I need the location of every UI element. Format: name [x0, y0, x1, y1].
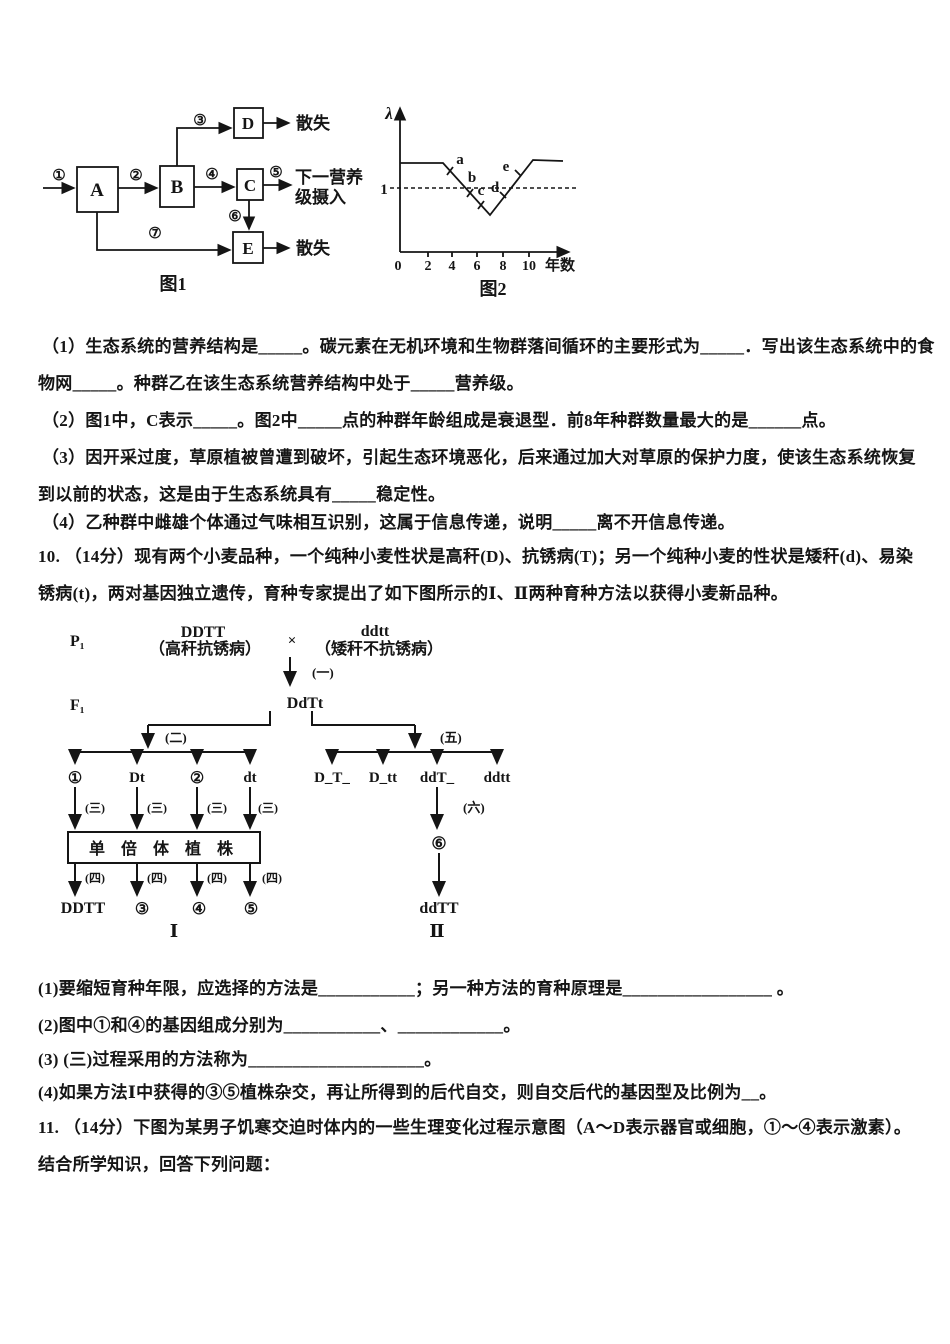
q10-item-2-line: (2)图中①和④的基因组成分别为___________、____________…: [38, 1016, 521, 1035]
q11-intro-line-1: 11. （14分）下图为某男子饥寒交迫时体内的一些生理变化过程示意图（A～D表示…: [38, 1118, 912, 1137]
q9-item-4-line: （4）乙种群中雌雄个体通过气味相互识别，这属于信息传递，说明_____离不开信息…: [42, 513, 735, 532]
q10-item-4-line: (4)如果方法Ⅰ中获得的③⑤植株杂交，再让所得到的后代自交，则自交后代的基因型及…: [38, 1083, 777, 1102]
breeding-step4-label-2: (四): [147, 871, 167, 885]
fig2-point-a: a: [456, 152, 464, 168]
fig2-y-axis-label: λ: [384, 104, 393, 123]
fig2-tick-2: 2: [425, 259, 432, 274]
fig1-box-b-label: B: [171, 177, 184, 198]
breeding-step4-label-4: (四): [262, 871, 282, 885]
fig2-tick-10: 10: [522, 259, 536, 274]
q10-item-3-line: (3) (三)过程采用的方法称为____________________。: [38, 1050, 442, 1069]
breeding-f1-generation-label: F₁: [70, 697, 85, 714]
fig2-point-c: c: [478, 183, 485, 199]
breeding-result-2: ③: [135, 901, 149, 918]
breeding-step1-label: (一): [312, 665, 334, 680]
fig1-circled-4: ④: [205, 167, 218, 183]
breeding-step3-label-2: (三): [147, 801, 167, 815]
q10-intro-line-1: 10. （14分）现有两个小麦品种，一个纯种小麦性状是高秆(D)、抗锈病(T)；…: [38, 547, 914, 566]
breeding-f2-genotype-4: ddtt: [484, 770, 511, 786]
fig2-tick-0: 0: [395, 259, 402, 274]
breeding-step4-label-3: (四): [207, 871, 227, 885]
q9-item-1-line-2: 物网_____。种群乙在该生态系统营养结构中处于_____营养级。: [38, 374, 524, 393]
breeding-f2-genotype-2: D_tt: [369, 770, 397, 786]
q9-item-1-line-1: （1）生态系统的营养结构是_____。碳元素在无机环境和生物群落间循环的主要形式…: [42, 337, 935, 356]
breeding-cross-symbol: ×: [288, 633, 297, 649]
q10-intro-line-2: 锈病(t)，两对基因独立遗传，育种专家提出了如下图所示的Ⅰ、Ⅱ两种育种方法以获得…: [38, 584, 789, 603]
q11-intro-line-2: 结合所学知识，回答下列问题：: [38, 1155, 281, 1174]
breeding-method2-label: Ⅱ: [429, 921, 444, 941]
fig2-caption: 图2: [480, 279, 507, 299]
fig2-tick-6: 6: [474, 259, 481, 274]
fig1-box-a-label: A: [90, 180, 104, 201]
breeding-result-4: ⑤: [244, 901, 258, 918]
figure-2-lambda-graph: λ 1 a b c d e 0 2 4 6 8 10 年数 图2: [380, 104, 578, 299]
breeding-step5-label: (五): [440, 730, 462, 745]
q9-item-2-line: （2）图1中，C表示_____。图2中_____点的种群年龄组成是衰退型．前8年…: [42, 411, 837, 430]
breeding-result-right: ddTT: [419, 900, 458, 917]
breeding-method1-label: Ⅰ: [170, 921, 178, 941]
fig1-circled-6: ⑥: [228, 209, 241, 225]
breeding-step3-label-3: (三): [207, 801, 227, 815]
fig2-x-axis-label: 年数: [545, 256, 576, 274]
fig2-ref-value: 1: [380, 182, 388, 198]
breeding-gamete-4: dt: [243, 770, 256, 786]
fig1-caption: 图1: [160, 274, 187, 294]
fig1-next-trophic-line1: 下一营养: [295, 167, 364, 187]
fig1-next-trophic-line2: 级摄入: [295, 187, 346, 207]
breeding-parent1-genotype: DDTT: [181, 624, 226, 641]
fig1-box-c-label: C: [244, 176, 256, 195]
fig1-box-d-label: D: [242, 114, 254, 133]
fig1-circled-7: ⑦: [148, 226, 161, 242]
fig1-circled-2: ②: [129, 168, 142, 184]
breeding-gamete-2: Dt: [129, 770, 145, 786]
breeding-f2-genotype-3: ddT_: [420, 770, 455, 786]
breeding-gamete-1: ①: [68, 770, 82, 787]
breeding-haploid-box-label: 单 倍 体 植 株: [89, 839, 239, 858]
figure-1-energy-flow-diagram: A B C D E ① ② ③ ④ ⑤ ⑥ ⑦ 散失 下一营养 级摄入 散失 图…: [43, 107, 364, 294]
breeding-parent1-phenotype: （高秆抗锈病）: [149, 639, 261, 658]
fig2-point-e: e: [503, 159, 510, 175]
breeding-step4-label-1: (四): [85, 871, 105, 885]
q10-item-1-line: (1)要缩短育种年限，应选择的方法是___________；另一种方法的育种原理…: [38, 979, 795, 998]
breeding-result-3: ④: [192, 901, 206, 918]
breeding-f1-genotype: DdTt: [287, 695, 324, 712]
fig1-circled-3: ③: [193, 113, 206, 129]
breeding-step2-label: (二): [165, 730, 187, 745]
breeding-step6-label: (六): [463, 800, 485, 815]
fig2-tick-4: 4: [449, 259, 456, 274]
fig1-loss-top-label: 散失: [296, 113, 331, 133]
fig2-point-d: d: [491, 180, 500, 196]
breeding-f2-genotype-1: D_T_: [314, 770, 350, 786]
q9-item-3-line-2: 到以前的状态，这是由于生态系统具有_____稳定性。: [38, 485, 446, 504]
breeding-scheme-diagram: P₁ DDTT （高秆抗锈病） × ddtt （矮秆不抗锈病） (一) F₁ D…: [61, 623, 511, 941]
breeding-step3-label-1: (三): [85, 801, 105, 815]
breeding-parent2-phenotype: （矮秆不抗锈病）: [315, 639, 443, 658]
fig1-box-e-label: E: [242, 239, 253, 258]
q9-item-3-line-1: （3）因开采过度，草原植被曾遭到破坏，引起生态环境恶化，后来通过加大对草原的保护…: [42, 448, 916, 467]
breeding-result-1: DDTT: [61, 900, 106, 917]
fig2-point-b: b: [468, 170, 476, 186]
fig1-circled-1: ①: [52, 168, 65, 184]
breeding-circled-6: ⑥: [431, 834, 446, 853]
fig2-tick-8: 8: [500, 259, 507, 274]
breeding-parent2-genotype: ddtt: [361, 623, 390, 640]
fig1-loss-bottom-label: 散失: [296, 238, 331, 258]
fig1-circled-5: ⑤: [269, 165, 282, 181]
breeding-p-generation-label: P₁: [70, 633, 85, 650]
breeding-gamete-3: ②: [190, 770, 204, 787]
breeding-step3-label-4: (三): [258, 801, 278, 815]
